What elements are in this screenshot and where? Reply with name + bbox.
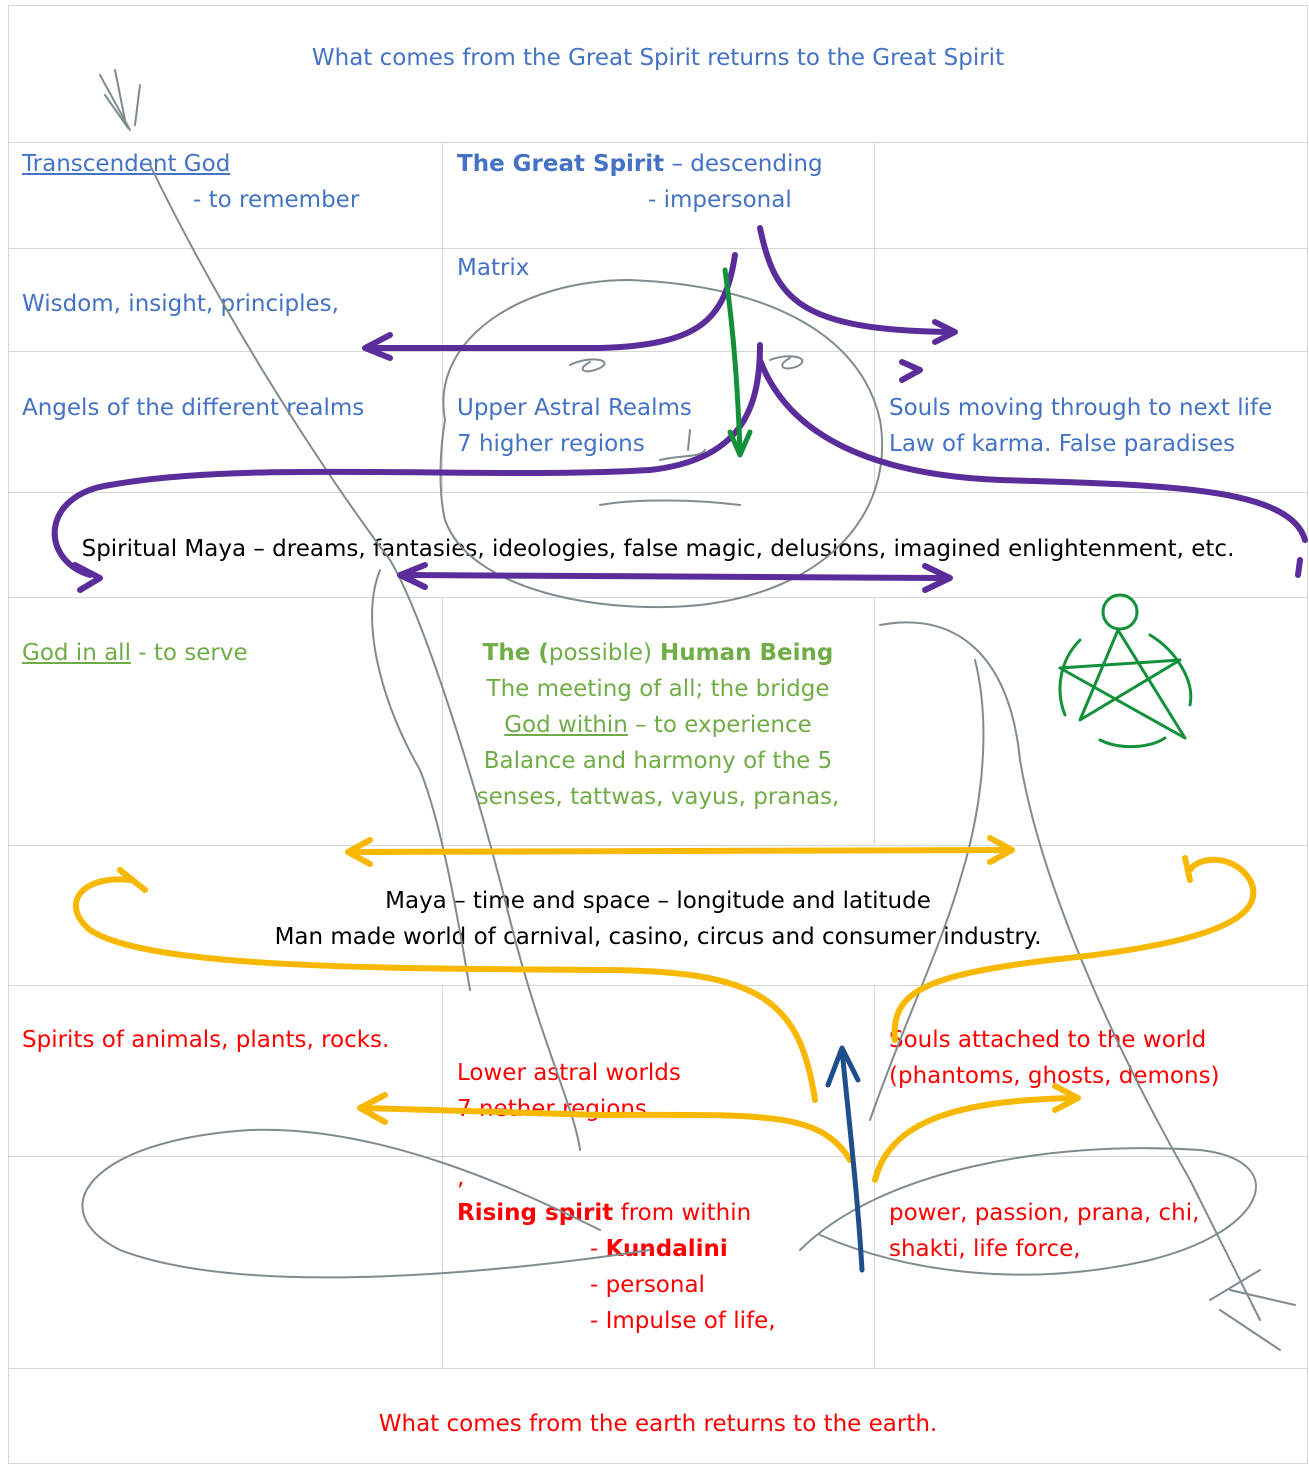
kundalini-line: - Kundalini bbox=[590, 1231, 728, 1267]
column-divider bbox=[442, 142, 443, 493]
rising-spirit-line: Rising spirit from within bbox=[457, 1195, 751, 1231]
column-divider bbox=[874, 597, 875, 846]
row-divider bbox=[8, 142, 1308, 143]
transcendent-god-heading: Transcendent God bbox=[22, 146, 230, 182]
god-in-all-line: God in all - to serve bbox=[22, 635, 248, 671]
column-divider bbox=[442, 985, 443, 1369]
row-divider bbox=[8, 492, 1308, 493]
column-divider bbox=[874, 142, 875, 493]
upper-astral-line1: Upper Astral Realms bbox=[457, 395, 692, 421]
table-border-right bbox=[1307, 5, 1308, 1464]
table-border-left bbox=[8, 5, 9, 1464]
lower-astral-line1: Lower astral worlds bbox=[457, 1060, 681, 1086]
human-being-line5: senses, tattwas, vayus, pranas, bbox=[476, 784, 840, 810]
human-being-line4: Balance and harmony of the 5 bbox=[483, 748, 833, 774]
matrix-label: Matrix bbox=[457, 255, 530, 281]
power-passion-line: power, passion, prana, chi, bbox=[889, 1200, 1200, 1226]
kundalini-dash: - bbox=[590, 1236, 606, 1262]
table-border-top bbox=[8, 5, 1308, 6]
column-divider bbox=[874, 985, 875, 1369]
angels-label: Angels of the different realms bbox=[22, 395, 365, 421]
stray-comma: , bbox=[457, 1165, 465, 1191]
shakti-line: shakti, life force, bbox=[889, 1236, 1081, 1262]
maya-line1: Maya – time and space – longitude and la… bbox=[385, 888, 931, 914]
great-spirit-heading: The Great Spirit – descending bbox=[457, 146, 823, 182]
row-divider bbox=[8, 1156, 1308, 1157]
row-divider bbox=[8, 351, 1308, 352]
impulse-line: - Impulse of life, bbox=[590, 1308, 776, 1334]
human-being-line2: The meeting of all; the bridge bbox=[486, 676, 830, 702]
human-being-the: The ( bbox=[482, 640, 549, 666]
wisdom-label: Wisdom, insight, principles, bbox=[22, 291, 339, 317]
table-border-bottom bbox=[8, 1463, 1308, 1464]
human-being-line3: God within – to experience bbox=[442, 707, 874, 743]
human-being-bold: Human Being bbox=[651, 640, 834, 666]
great-spirit-title-rest: – descending bbox=[671, 151, 823, 177]
personal-line: - personal bbox=[590, 1272, 705, 1298]
lower-astral-line2: 7 nether regions bbox=[457, 1096, 647, 1122]
rising-spirit-rest: from within bbox=[613, 1200, 752, 1226]
souls-moving-line2: Law of karma. False paradises bbox=[889, 431, 1236, 457]
bottom-banner: What comes from the earth returns to the… bbox=[378, 1411, 938, 1437]
row-divider bbox=[8, 1368, 1308, 1369]
human-being-title: The (possible) Human Being bbox=[442, 635, 874, 671]
god-within-rest: – to experience bbox=[627, 712, 812, 738]
souls-attached-line2: (phantoms, ghosts, demons) bbox=[889, 1063, 1220, 1089]
row-divider bbox=[8, 985, 1308, 986]
row-divider bbox=[8, 845, 1308, 846]
transcendent-god-title: Transcendent God bbox=[22, 151, 231, 177]
row-divider bbox=[8, 248, 1308, 249]
great-spirit-subtitle: - impersonal bbox=[648, 187, 792, 213]
souls-attached-line1: Souls attached to the world bbox=[889, 1027, 1207, 1053]
maya-line2: Man made world of carnival, casino, circ… bbox=[274, 924, 1042, 950]
transcendent-god-subtitle: - to remember bbox=[193, 187, 360, 213]
god-in-all-rest: - to serve bbox=[130, 640, 248, 666]
upper-astral-line2: 7 higher regions bbox=[457, 431, 645, 457]
top-banner: What comes from the Great Spirit returns… bbox=[311, 45, 1005, 71]
rising-spirit-bold: Rising spirit bbox=[457, 1200, 614, 1226]
kundalini-bold: Kundalini bbox=[605, 1236, 728, 1262]
god-within-underlined: God within bbox=[504, 712, 628, 738]
row-divider bbox=[8, 597, 1308, 598]
god-in-all-underlined: God in all bbox=[22, 640, 131, 666]
spirits-label: Spirits of animals, plants, rocks. bbox=[22, 1027, 390, 1053]
human-being-possible: possible) bbox=[548, 640, 652, 666]
great-spirit-title: The Great Spirit bbox=[457, 151, 665, 177]
souls-moving-line1: Souls moving through to next life bbox=[889, 395, 1273, 421]
spiritual-maya-text: Spiritual Maya – dreams, fantasies, ideo… bbox=[81, 536, 1235, 562]
